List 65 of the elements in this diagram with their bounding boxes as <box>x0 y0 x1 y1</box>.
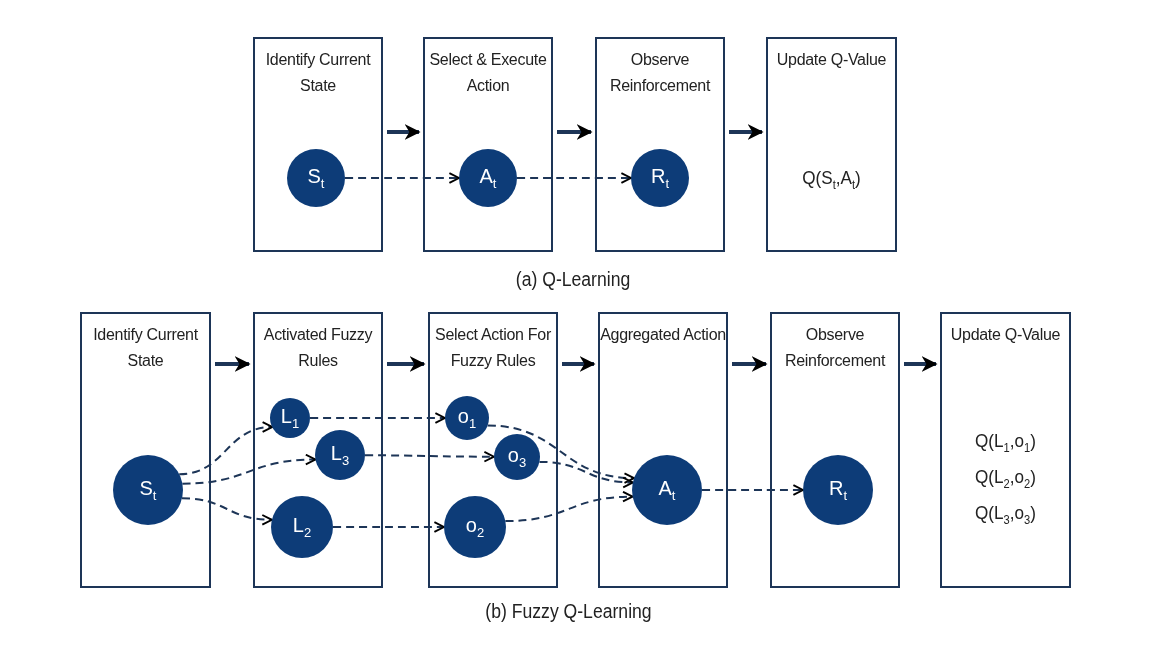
circle-label: L$_{1}$ <box>280 405 300 431</box>
dashed-arrow <box>344 172 460 184</box>
box-heading: Aggregated Action <box>600 325 726 345</box>
circle-label: A$_{t}$ <box>479 165 497 191</box>
formula-text: Q(L$_{1}$,o$_{1}$) <box>974 430 1037 455</box>
circle-label: S$_{t}$ <box>307 165 325 191</box>
caption-text: (a) Q-Learning <box>515 268 631 291</box>
circle-label: o$_{3}$ <box>507 444 527 470</box>
arrow <box>557 124 593 140</box>
dashed-arrow <box>309 412 446 424</box>
box-heading: Update Q-Value <box>949 325 1062 345</box>
circle-label: R$_{t}$ <box>650 165 670 191</box>
arrow <box>729 124 764 140</box>
process-box <box>595 37 725 252</box>
box-heading: Identify Current State <box>92 325 199 371</box>
box-heading: Select & Execute Action <box>428 50 548 96</box>
state-circle <box>445 396 489 440</box>
box-heading: Identify Current State <box>264 50 372 96</box>
process-box <box>253 37 383 252</box>
formula-text: Q(L$_{3}$,o$_{3}$) <box>974 502 1037 527</box>
formula-text: Q(S$_{t}$,A$_{t}$) <box>801 167 862 192</box>
arrow <box>562 356 596 372</box>
box-heading: Activated Fuzzy Rules <box>262 325 374 371</box>
dashed-arrow <box>504 491 634 523</box>
process-box <box>80 312 211 588</box>
circle-label: A$_{t}$ <box>658 477 676 503</box>
dashed-arrow <box>486 424 636 484</box>
box-heading: Observe Reinforcement <box>783 325 887 371</box>
circle-label: S$_{t}$ <box>139 477 157 503</box>
state-circle <box>631 149 689 207</box>
caption-text: (b) Fuzzy Q-Learning <box>485 600 652 623</box>
state-circle <box>315 430 365 480</box>
process-box <box>598 312 728 588</box>
circle-label: L$_{2}$ <box>292 514 312 540</box>
box-heading: Update Q-Value <box>775 50 888 70</box>
state-circle <box>494 434 540 480</box>
circle-label: R$_{t}$ <box>828 477 848 503</box>
box-heading: Observe Reinforcement <box>608 50 712 96</box>
arrow <box>387 124 421 140</box>
process-box <box>770 312 900 588</box>
box-heading: Select Action For Fuzzy Rules <box>434 325 552 371</box>
state-circle <box>270 398 310 438</box>
dashed-arrow <box>181 454 317 485</box>
dashed-arrow <box>701 484 804 496</box>
arrow <box>904 356 938 372</box>
dashed-arrow <box>516 172 632 184</box>
circle-label: L$_{3}$ <box>330 442 350 468</box>
dashed-arrow <box>332 521 445 533</box>
process-box <box>253 312 383 588</box>
circle-label: o$_{2}$ <box>465 514 485 540</box>
process-box <box>940 312 1071 588</box>
process-box <box>766 37 897 252</box>
dashed-arrow <box>178 422 274 476</box>
circle-label: o$_{1}$ <box>457 405 477 431</box>
arrow <box>387 356 426 372</box>
dashed-arrow <box>538 460 634 488</box>
dashed-arrow <box>364 450 495 463</box>
process-box <box>423 37 553 252</box>
arrow <box>732 356 768 372</box>
state-circle <box>287 149 345 207</box>
formula-text: Q(L$_{2}$,o$_{2}$) <box>974 466 1037 491</box>
process-box <box>428 312 558 588</box>
state-circle <box>459 149 517 207</box>
arrow <box>215 356 251 372</box>
dashed-arrow <box>181 497 273 526</box>
